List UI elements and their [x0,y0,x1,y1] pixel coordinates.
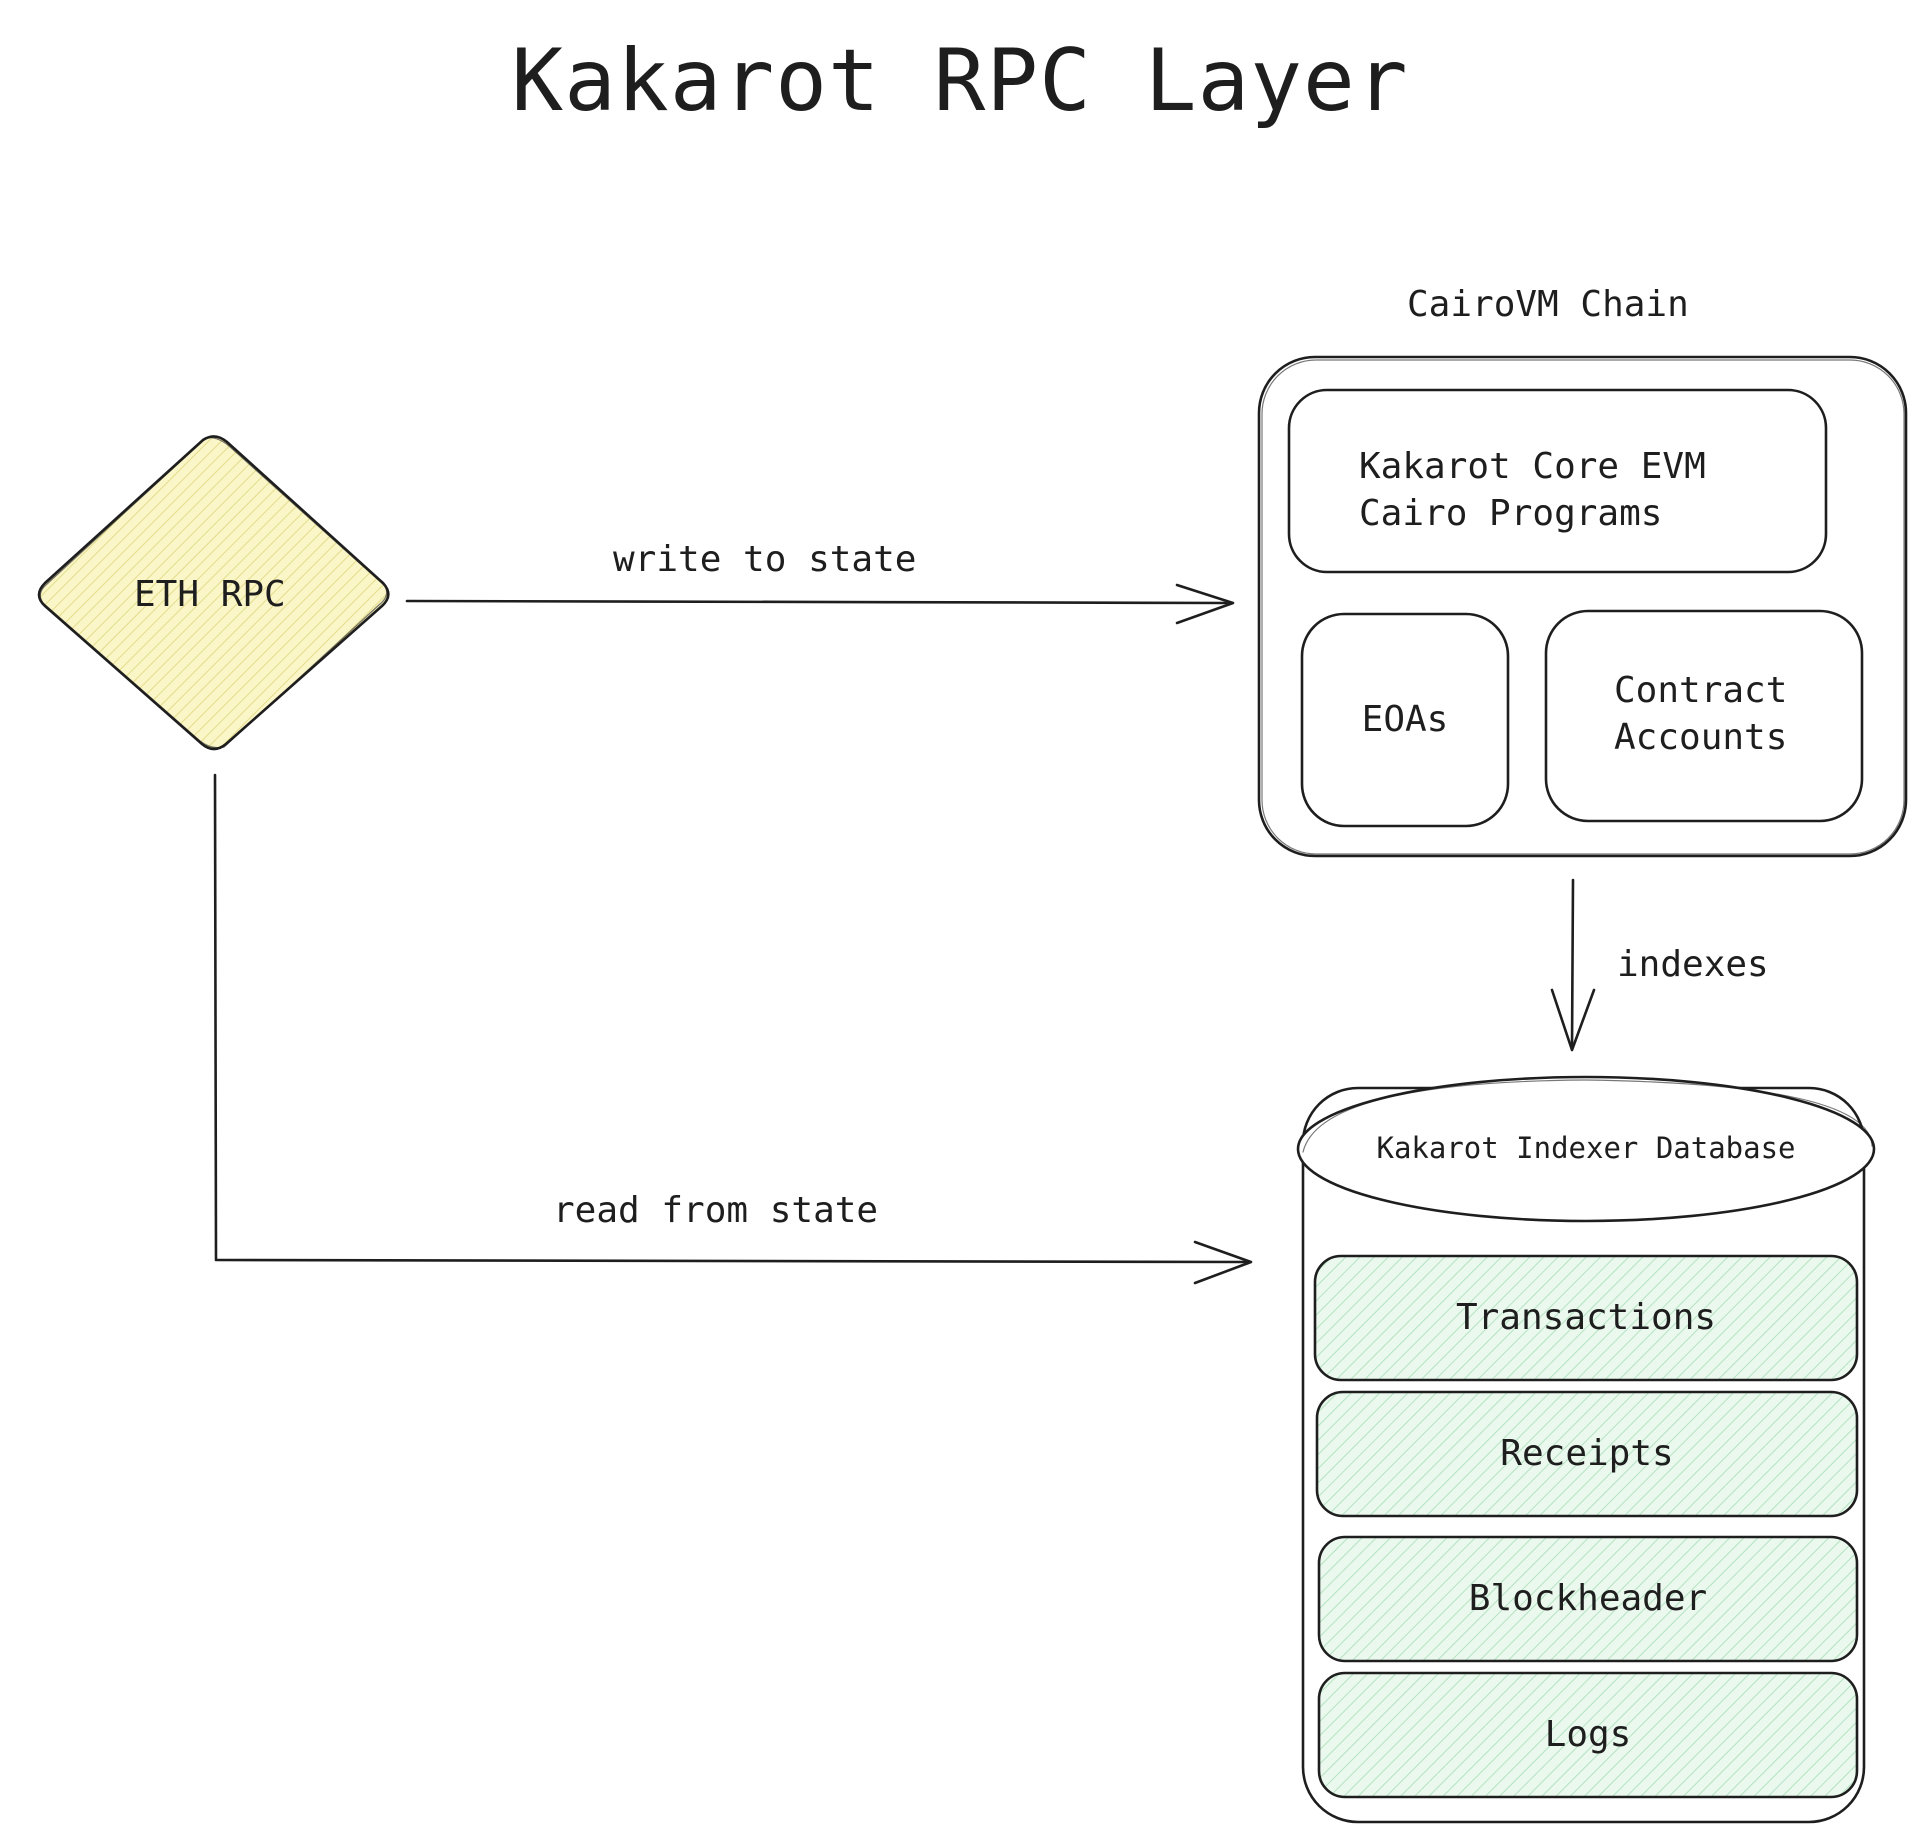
eth-rpc-label: ETH RPC [134,574,286,615]
indexes-arrow-line [1570,878,1575,1050]
blockheader-label: Blockheader [1468,1578,1708,1620]
receipts-row[interactable] [1315,1390,1859,1518]
cairovm-chain-label: CairoVM Chain [1407,284,1689,325]
write-arrow-line [405,599,1234,605]
contract-accounts-label-line1: Contract [1614,670,1788,711]
diagram-title: Kakarot RPC Layer [511,31,1409,131]
core-evm-label-line1: Kakarot Core EVM [1359,446,1706,487]
indexes-arrow-head [1550,988,1596,1052]
eoas-box[interactable] [1300,612,1510,828]
cairovm-chain-container-sketch [1261,359,1905,855]
core-evm-label-line2: Cairo Programs [1359,493,1663,534]
core-evm-box[interactable] [1287,388,1828,574]
receipts-label: Receipts [1500,1433,1674,1475]
contract-accounts-label-line2: Accounts [1614,717,1788,758]
eth-rpc-diamond[interactable] [37,435,390,751]
write-arrow-head [1175,583,1235,625]
contract-accounts-box[interactable] [1544,609,1864,823]
transactions-label: Transactions [1455,1297,1717,1339]
logs-row[interactable] [1317,1671,1859,1799]
indexer-db-label: Kakarot Indexer Database [1376,1130,1796,1165]
cairovm-chain-container[interactable] [1257,355,1908,858]
indexer-db-lid [1296,1075,1876,1223]
eth-rpc-diamond-sketch [39,437,388,749]
blockheader-row[interactable] [1317,1535,1859,1663]
indexer-db-lid-sketch [1302,1079,1873,1153]
logs-label: Logs [1544,1714,1632,1756]
eoas-label: EOAs [1361,699,1449,741]
read-edge-label: read from state [553,1190,879,1231]
read-arrow-head [1193,1240,1253,1285]
read-arrow-line [213,773,1252,1264]
write-edge-label: write to state [613,539,917,580]
indexes-edge-label: indexes [1617,944,1769,985]
transactions-row[interactable] [1313,1254,1859,1382]
